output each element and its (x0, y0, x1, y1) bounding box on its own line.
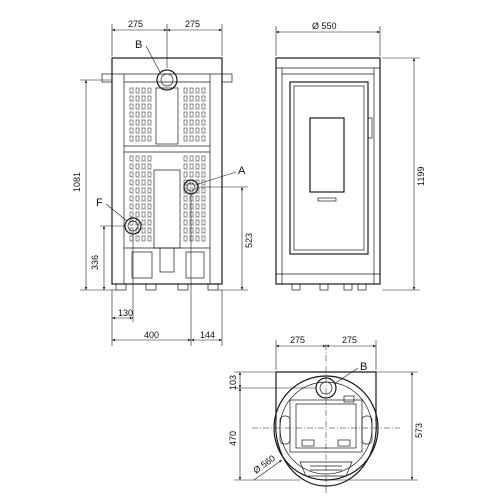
dim-front-offset-center: 400 (144, 330, 159, 340)
front-view: B A F 275 275 1081 336 523 130 (72, 19, 254, 346)
dim-front-offset-f: 130 (118, 308, 133, 318)
dim-top-width-left: 275 (290, 335, 305, 345)
dim-top-width-right: 275 (342, 335, 357, 345)
dim-side-diameter: Ø 550 (312, 21, 337, 31)
label-b-top: B (360, 361, 367, 373)
top-body-outline (275, 371, 377, 487)
dim-front-height-a: 523 (244, 233, 254, 248)
dim-front-width-right: 275 (185, 19, 200, 29)
top-view: B 275 275 103 470 573 Ø 560 (228, 335, 424, 494)
label-f: F (96, 197, 103, 209)
side-view: Ø 550 1199 (275, 21, 426, 291)
door-glass (309, 117, 345, 193)
dim-front-height-f: 336 (90, 255, 100, 270)
dim-top-depth-top: 103 (228, 375, 238, 390)
dim-top-diameter: Ø 560 (251, 453, 277, 476)
dim-front-offset-right: 144 (200, 330, 215, 340)
dim-top-depth-total: 573 (414, 423, 424, 438)
dim-side-height: 1199 (416, 167, 426, 186)
dim-front-width-left: 275 (128, 19, 143, 29)
dim-front-height-total: 1081 (72, 172, 82, 192)
port-a (183, 179, 199, 195)
front-body-outline (111, 57, 223, 285)
flue-port-b (156, 69, 178, 91)
label-b-front: B (135, 39, 142, 51)
label-a: A (238, 165, 246, 177)
door-panel (289, 81, 369, 255)
dim-top-depth-mid: 470 (228, 431, 238, 446)
perforation-pattern (129, 87, 206, 242)
